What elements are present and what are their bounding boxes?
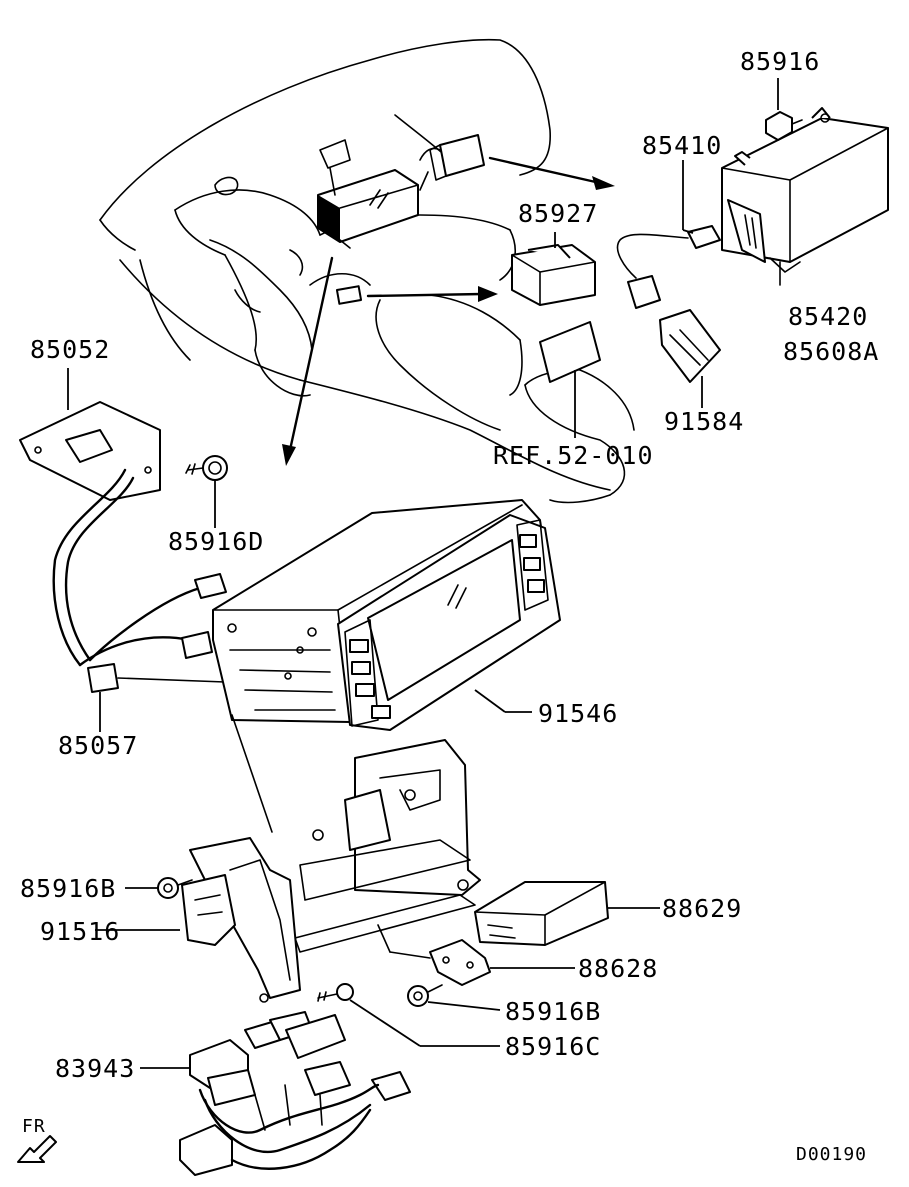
label-85608A: 85608A <box>783 337 879 366</box>
label-88629: 88629 <box>662 894 742 923</box>
connector-85410 <box>616 160 721 309</box>
bracket-91584 <box>659 309 721 408</box>
diagram-code: D00190 <box>796 1144 867 1165</box>
label-85916B-left: 85916B <box>20 874 116 903</box>
label-91516: 91516 <box>40 917 120 946</box>
label-91584: 91584 <box>664 407 744 436</box>
dash-head-unit <box>317 134 485 305</box>
bolt-85916 <box>765 78 803 141</box>
label-85916D: 85916D <box>168 527 264 556</box>
bolt-85916B-right <box>407 984 501 1011</box>
label-85410: 85410 <box>642 131 722 160</box>
pointer-arrows <box>282 156 615 466</box>
label-85057: 85057 <box>58 731 138 760</box>
label-85420: 85420 <box>788 302 868 331</box>
front-direction-arrow-icon <box>17 1135 57 1163</box>
harness-85057 <box>52 468 227 732</box>
bolt-85916D <box>185 455 228 528</box>
bolt-85916B-left <box>125 877 193 899</box>
label-85916B-right: 85916B <box>505 997 601 1026</box>
bracket-88628 <box>377 924 575 986</box>
label-ref-52-010: REF.52-010 <box>493 441 654 470</box>
label-83943: 83943 <box>55 1054 135 1083</box>
label-85927: 85927 <box>518 199 598 228</box>
label-front-direction: FR <box>22 1116 46 1137</box>
bracket-85052 <box>19 368 161 501</box>
bolt-85916C <box>317 983 500 1047</box>
bracket-91516 <box>95 739 481 1003</box>
harness-83943 <box>140 1011 411 1176</box>
nav-unit-91546 <box>212 499 561 731</box>
switch-85927 <box>511 232 596 306</box>
label-91546: 91546 <box>538 699 618 728</box>
label-88628: 88628 <box>578 954 658 983</box>
label-85052: 85052 <box>30 335 110 364</box>
dashboard-outline <box>99 38 635 504</box>
label-85916C: 85916C <box>505 1032 601 1061</box>
label-85916: 85916 <box>740 47 820 76</box>
module-85420 <box>721 107 889 286</box>
module-88629 <box>474 881 660 946</box>
panel-ref <box>539 321 601 438</box>
